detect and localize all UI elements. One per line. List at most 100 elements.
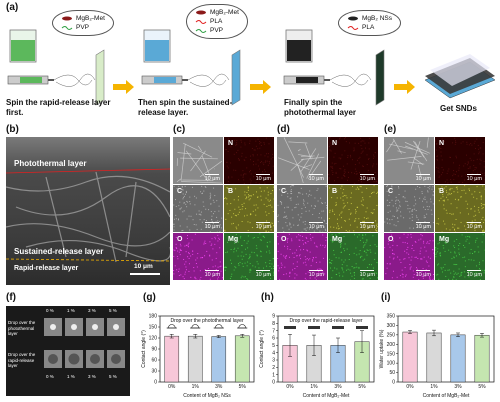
scale-bar (256, 173, 270, 175)
chart-title: Drop over the rapid-release layer (289, 318, 362, 324)
col-3: 3 % (88, 308, 96, 313)
tile-texture (277, 233, 327, 280)
tile-texture (384, 233, 434, 280)
label-rapid-release-layer: Rapid-release layer (14, 265, 79, 272)
y-tick-label: 6 (272, 336, 275, 342)
x-tick-label: 1% (310, 384, 318, 390)
scale-bar (256, 269, 270, 271)
eds-element-label: Mg (228, 236, 239, 243)
y-tick-label: 150 (387, 351, 396, 357)
tile-texture (277, 185, 327, 232)
sem-fibers (6, 137, 170, 285)
eds-tile-c-mg: Mg 10 μm (224, 233, 274, 280)
x-tick-label: 3% (215, 384, 223, 390)
syringe-3 (283, 73, 372, 87)
legend-step2: MgB₂-Met PLA PVP (186, 4, 248, 39)
y-axis-label: Water uptake (%) (379, 329, 385, 368)
x-tick-label: 3% (334, 384, 342, 390)
x-tick-label: 1% (430, 384, 438, 390)
y-axis-label: Contact angle (°) (259, 330, 265, 368)
collector-1 (95, 49, 105, 106)
y-tick-label: 2 (272, 365, 275, 371)
tile-texture (386, 137, 430, 179)
scale-bar (309, 269, 323, 271)
plot-frame (277, 315, 375, 383)
x-tick-label: 1% (192, 384, 200, 390)
y-tick-label: 180 (149, 314, 158, 320)
tile-texture (329, 233, 378, 280)
step4-caption: Get SNDs (440, 104, 477, 113)
beaker-1 (9, 29, 37, 63)
eds-tile-d-sem: 10 μm (277, 137, 327, 184)
tile-texture (277, 137, 325, 184)
col-1: 1 % (67, 308, 75, 313)
scale-bar (309, 173, 323, 175)
tile-texture (328, 137, 378, 184)
y-tick-label: 90 (151, 347, 157, 353)
syringe-2 (141, 73, 230, 87)
collector-3 (375, 49, 385, 106)
eds-element-label: N (332, 140, 338, 147)
panel-label-c: (c) (173, 124, 186, 135)
arrow-3 (394, 80, 415, 94)
eds-element-label: O (388, 236, 394, 243)
scale-bar-label: 10 μm (466, 176, 482, 182)
scale-bar (256, 221, 270, 223)
drop-icon (167, 324, 176, 329)
spread-drop-icon (308, 326, 320, 329)
y-tick-label: 300 (387, 323, 396, 329)
col-0: 0 % (46, 308, 54, 313)
spread-drop-icon (332, 326, 344, 329)
y-tick-label: 250 (387, 332, 396, 338)
x-tick-label: 0% (168, 384, 176, 390)
step1-caption: Spin the rapid-release layer first. (6, 98, 111, 117)
eds-tile-c-sem: 10 μm (173, 137, 223, 184)
scale-bar-label: 10 μm (308, 224, 324, 230)
tile-texture (435, 137, 485, 184)
panel-label-a: (a) (6, 2, 19, 13)
panel-label-b: (b) (6, 124, 19, 135)
tile-texture (328, 185, 378, 232)
y-tick-label: 7 (272, 328, 275, 334)
spread-drop-icon (356, 326, 368, 329)
panel-label-g: (g) (143, 292, 156, 303)
panel-label-f: (f) (6, 292, 16, 303)
spread-drop-icon (284, 326, 296, 329)
col-1-bottom: 1 % (67, 374, 75, 379)
x-tick-label: 3% (454, 384, 462, 390)
tile-texture (224, 186, 274, 232)
drop-icon (214, 324, 223, 329)
y-tick-label: 4 (272, 350, 275, 356)
sem-cross-section: Photothermal layer Sustained-release lay… (6, 137, 170, 285)
tile-texture (436, 185, 485, 232)
x-axis-label: Content of MgB₂ NSs (183, 393, 231, 399)
scale-bar-label: 10 μm (308, 176, 324, 182)
scale-bar (205, 269, 219, 271)
beaker-2 (143, 29, 171, 63)
tile-texture (176, 142, 223, 184)
eds-element-label: Mg (439, 236, 450, 243)
scale-bar (416, 173, 430, 175)
bar-3% (450, 334, 466, 383)
y-tick-label: 60 (151, 358, 157, 364)
eds-element-label: N (228, 140, 234, 147)
pla-line-icon (347, 26, 359, 30)
scale-bar (360, 173, 374, 175)
scale-bar-label: 10 μm (255, 272, 271, 278)
pvp-line-icon (61, 26, 73, 30)
panel-label-i: (i) (381, 292, 391, 303)
panel-label-h: (h) (261, 292, 274, 303)
y-tick-label: 8 (272, 321, 275, 327)
